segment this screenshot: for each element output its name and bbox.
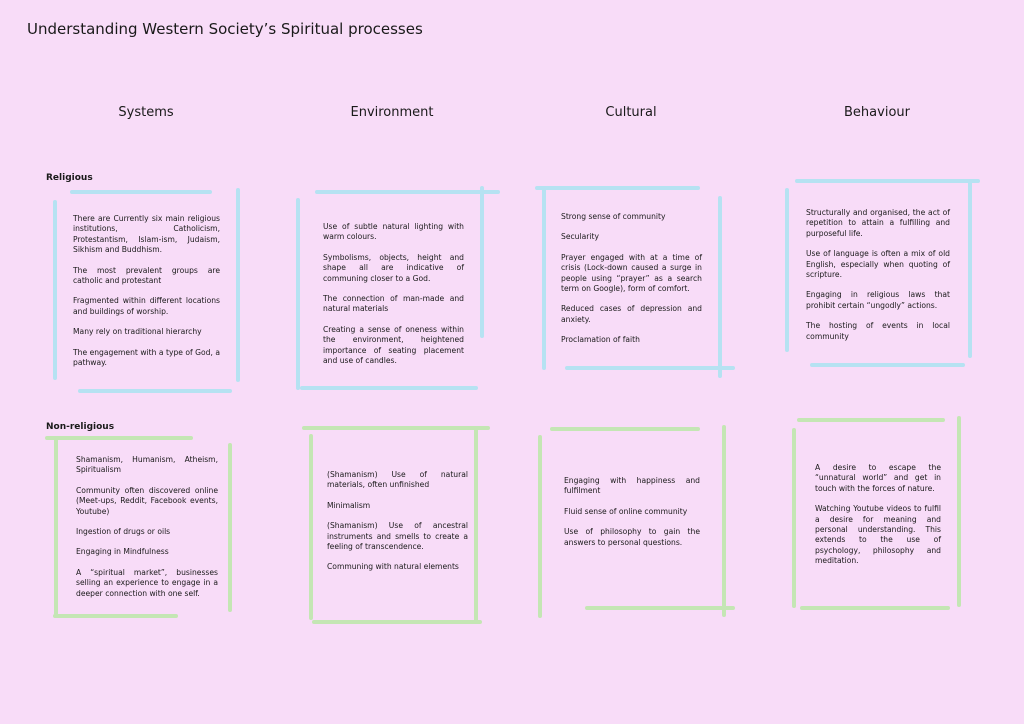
note: Minimalism xyxy=(327,500,371,510)
note: Use of subtle natural lighting with warm… xyxy=(323,222,464,242)
column-header-systems: Systems xyxy=(118,105,174,120)
note: The hosting of events in local community xyxy=(806,321,950,341)
note: Symbolisms, objects, height and shape al… xyxy=(323,252,464,283)
card-religious-systems: There are Currently six main religious i… xyxy=(73,214,220,378)
row-label-non-religious: Non-religious xyxy=(46,422,115,432)
column-header-behaviour: Behaviour xyxy=(844,105,910,120)
note: Fragmented within different locations an… xyxy=(73,296,220,316)
column-header-cultural: Cultural xyxy=(605,105,657,120)
note: Use of philosophy to gain the answers to… xyxy=(564,527,700,547)
note: Secularity xyxy=(561,232,599,242)
card-nonreligious-systems: Shamanism, Humanism, Atheism, Spirituali… xyxy=(76,455,218,609)
note: Engaging with happiness and fulfilment xyxy=(564,476,700,496)
note: Fluid sense of online community xyxy=(564,506,688,516)
card-nonreligious-environment: (Shamanism) Use of natural materials, of… xyxy=(327,470,468,583)
note: A desire to escape the “unnatural world”… xyxy=(815,463,941,493)
note: Engaging in religious laws that prohibit… xyxy=(806,290,950,310)
card-religious-cultural: Strong sense of community Secularity Pra… xyxy=(561,212,702,356)
card-religious-environment: Use of subtle natural lighting with warm… xyxy=(323,222,464,376)
page-title: Understanding Western Society’s Spiritua… xyxy=(27,20,423,38)
note: The connection of man-made and natural m… xyxy=(323,294,464,314)
note: (Shamanism) Use of natural materials, of… xyxy=(327,470,468,490)
note: There are Currently six main religious i… xyxy=(73,214,220,255)
note: Proclamation of faith xyxy=(561,335,640,345)
note: The engagement with a type of God, a pat… xyxy=(73,347,220,368)
note: Communing with natural elements xyxy=(327,562,459,572)
card-nonreligious-cultural: Engaging with happiness and fulfilment F… xyxy=(564,476,700,558)
note: The most prevalent groups are catholic a… xyxy=(73,265,220,286)
note: Reduced cases of depression and anxiety. xyxy=(561,304,702,324)
card-nonreligious-behaviour: A desire to escape the “unnatural world”… xyxy=(815,463,941,577)
note: Structurally and organised, the act of r… xyxy=(806,208,950,238)
note: Ingestion of drugs or oils xyxy=(76,527,171,537)
card-religious-behaviour: Structurally and organised, the act of r… xyxy=(806,208,950,352)
note: Many rely on traditional hierarchy xyxy=(73,327,202,337)
note: Community often discovered online (Meet-… xyxy=(76,485,218,516)
note: A “spiritual market”, businesses selling… xyxy=(76,567,218,598)
note: Use of language is often a mix of old En… xyxy=(806,249,950,280)
note: Creating a sense of oneness within the e… xyxy=(323,324,464,366)
note: (Shamanism) Use of ancestral instruments… xyxy=(327,521,468,552)
note: Shamanism, Humanism, Atheism, Spirituali… xyxy=(76,455,218,475)
note: Watching Youtube videos to fulfil a desi… xyxy=(815,504,941,566)
note: Engaging in Mindfulness xyxy=(76,547,169,557)
note: Strong sense of community xyxy=(561,212,666,221)
column-header-environment: Environment xyxy=(350,105,434,120)
row-label-religious: Religious xyxy=(46,173,93,183)
note: Prayer engaged with at a time of crisis … xyxy=(561,252,702,294)
